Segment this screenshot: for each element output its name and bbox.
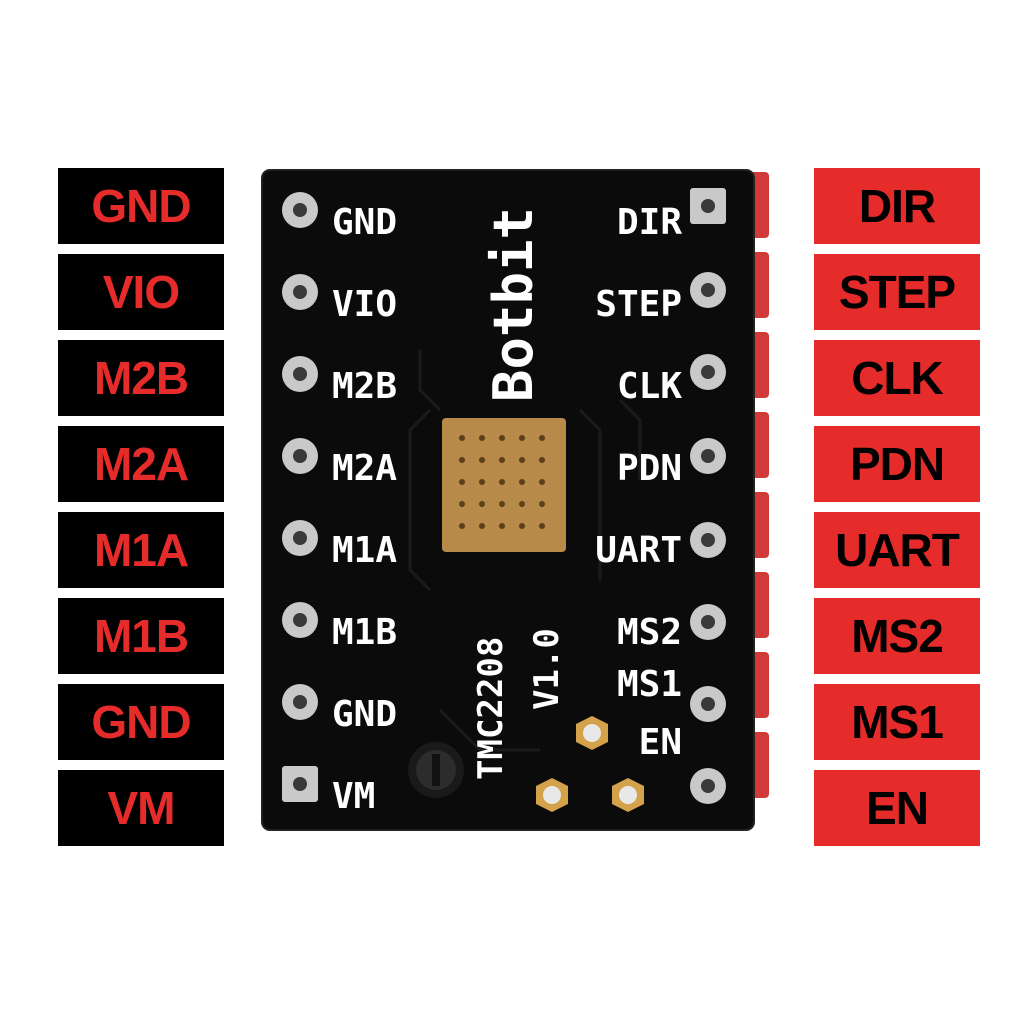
silk-left-gnd-2: GND	[332, 694, 397, 735]
left-pin-label-vio: VIO	[58, 254, 224, 330]
right-pin-label-ms1: MS1	[814, 684, 980, 760]
silk-left-gnd: GND	[332, 202, 397, 243]
silk-left-vio: VIO	[332, 284, 397, 325]
right-pin-pads	[690, 188, 726, 804]
silk-left-m1a: M1A	[332, 530, 397, 571]
potentiometer	[408, 742, 464, 798]
stepper-driver-board: GND VIO M2B M2A M1A M1B GND VM DIR STEP …	[240, 150, 780, 850]
right-pin-label-en: EN	[814, 770, 980, 846]
gold-vias	[536, 716, 644, 812]
silk-left-vm: VM	[332, 776, 375, 817]
silk-right-uart: UART	[595, 530, 682, 571]
left-pin-pads	[282, 192, 318, 802]
silk-left-m1b: M1B	[332, 612, 397, 653]
right-pin-label-step: STEP	[814, 254, 980, 330]
left-pin-label-vm: VM	[58, 770, 224, 846]
brand-logo-text: Botbit	[482, 207, 545, 402]
right-pin-label-dir: DIR	[814, 168, 980, 244]
version-text: V1.0	[527, 628, 567, 710]
chip-thermal-pad	[442, 418, 566, 552]
left-pin-label-m2a: M2A	[58, 426, 224, 502]
silk-right-dir: DIR	[617, 202, 682, 243]
right-pin-label-pdn: PDN	[814, 426, 980, 502]
right-pin-label-ms2: MS2	[814, 598, 980, 674]
silk-left-m2a: M2A	[332, 448, 397, 489]
pcb-traces	[408, 350, 642, 752]
right-pin-label-uart: UART	[814, 512, 980, 588]
silk-right-clk: CLK	[617, 366, 682, 407]
left-pin-label-gnd: GND	[58, 168, 224, 244]
silk-right-ms1: MS1	[617, 664, 682, 705]
right-pin-label-clk: CLK	[814, 340, 980, 416]
model-text: TMC2208	[471, 637, 511, 780]
left-pin-label-m1a: M1A	[58, 512, 224, 588]
left-pin-label-m2b: M2B	[58, 340, 224, 416]
silk-right-pdn: PDN	[617, 448, 682, 489]
silk-right-en: EN	[639, 722, 682, 763]
silk-right-ms2: MS2	[617, 612, 682, 653]
silk-left-m2b: M2B	[332, 366, 397, 407]
left-pin-label-m1b: M1B	[58, 598, 224, 674]
left-pin-label-gnd-2: GND	[58, 684, 224, 760]
silk-right-step: STEP	[595, 284, 682, 325]
